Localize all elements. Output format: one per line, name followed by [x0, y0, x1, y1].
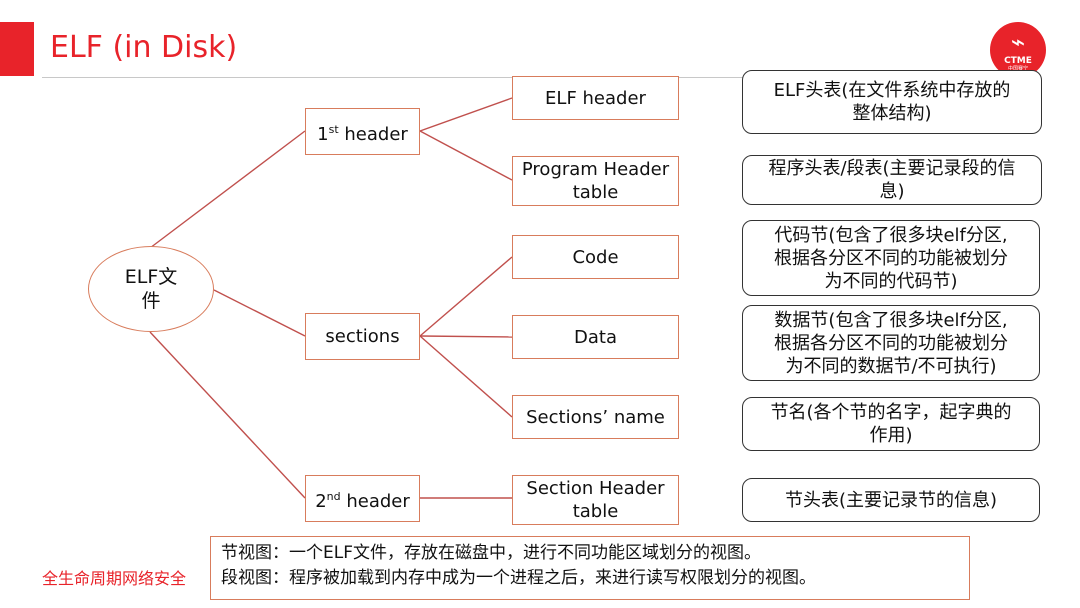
first-header-ordinal: 1 [317, 123, 329, 145]
logo-subtext: 中国赛宁 [1007, 66, 1028, 72]
elf-header-label: ELF header [545, 87, 646, 109]
link-first-elf-header [419, 97, 513, 132]
node-section-header-table: Section Header table [512, 475, 679, 525]
node-sections: sections [305, 313, 420, 360]
data-label: Data [574, 326, 617, 348]
logo-text: CTME [1004, 56, 1032, 66]
note-elf-header: ELF头表(在文件系统中存放的 整体结构) [742, 70, 1042, 134]
note-code-line3: 为不同的代码节) [824, 270, 958, 292]
section-header-table-line1: Section Header [526, 478, 665, 499]
node-code: Code [512, 235, 679, 279]
slide-title: ELF (in Disk) [50, 30, 238, 65]
title-accent-bar [0, 22, 34, 76]
sections-label: sections [325, 326, 400, 347]
ctme-logo: ⌁ CTME 中国赛宁 [990, 22, 1046, 78]
note-code-line2: 根据各分区不同的功能被划分 [774, 247, 1008, 269]
root-label-line2: 件 [141, 290, 161, 312]
note-section-header-line1: 节头表(主要记录节的信息) [784, 489, 998, 511]
note-sections-name-line2: 作用) [869, 425, 913, 446]
node-first-header: 1st header [305, 108, 420, 155]
program-header-table-line1: Program Header [521, 159, 670, 180]
note-data: 数据节(包含了很多块elf分区, 根据各分区不同的功能被划分 为不同的数据节/不… [742, 305, 1040, 381]
caption-section-view: 节视图：一个ELF文件，存放在磁盘中，进行不同功能区域划分的视图。 [221, 543, 761, 563]
second-header-label: header [340, 490, 410, 512]
first-header-label: header [338, 123, 408, 145]
note-data-line2: 根据各分区不同的功能被划分 [774, 332, 1008, 354]
note-data-line1: 数据节(包含了很多块elf分区, [774, 309, 1008, 331]
link-sections-data [419, 335, 513, 338]
code-label: Code [572, 246, 619, 268]
program-header-table-line2: table [572, 182, 619, 203]
note-data-line3: 为不同的数据节/不可执行) [785, 355, 997, 377]
second-header-ordinal: 2 [315, 490, 327, 512]
node-program-header-table: Program Header table [512, 156, 679, 206]
root-node-elf-file: ELF文 件 [88, 246, 214, 332]
note-sections-name: 节名(各个节的名字，起字典的 作用) [742, 397, 1040, 451]
node-second-header: 2nd header [305, 475, 420, 522]
node-sections-name: Sections’ name [512, 395, 679, 439]
node-data: Data [512, 315, 679, 359]
note-program-header-table: 程序头表/段表(主要记录段的信 息) [742, 155, 1042, 205]
caption-segment-view: 段视图：程序被加载到内存中成为一个进程之后，来进行读写权限划分的视图。 [221, 568, 816, 588]
logo-mark-icon: ⌁ [1010, 28, 1026, 56]
first-header-suffix: st [328, 122, 339, 136]
link-root-second-header [149, 331, 306, 499]
link-sections-code [419, 256, 513, 337]
second-header-suffix: nd [326, 489, 341, 503]
note-sections-name-line1: 节名(各个节的名字，起字典的 [770, 402, 1012, 423]
note-program-header-line2: 息) [879, 181, 905, 202]
footer-slogan: 全生命周期网络安全 [42, 569, 187, 588]
root-label-line1: ELF文 [124, 266, 178, 288]
section-header-table-line2: table [572, 501, 619, 522]
view-definition-caption: 节视图：一个ELF文件，存放在磁盘中，进行不同功能区域划分的视图。 段视图：程序… [210, 536, 970, 600]
node-elf-header: ELF header [512, 76, 679, 120]
sections-name-label: Sections’ name [526, 406, 665, 428]
link-root-sections [213, 289, 306, 337]
note-elf-header-line2: 整体结构) [852, 103, 932, 124]
note-code-line1: 代码节(包含了很多块elf分区, [774, 224, 1008, 246]
note-elf-header-line1: ELF头表(在文件系统中存放的 [773, 80, 1011, 101]
note-program-header-line1: 程序头表/段表(主要记录段的信 [768, 158, 1016, 179]
link-sections-name [419, 335, 513, 418]
note-code: 代码节(包含了很多块elf分区, 根据各分区不同的功能被划分 为不同的代码节) [742, 220, 1040, 296]
note-section-header-table: 节头表(主要记录节的信息) [742, 478, 1040, 522]
link-first-program-hdr [419, 130, 513, 181]
link-root-first-header [149, 130, 306, 249]
